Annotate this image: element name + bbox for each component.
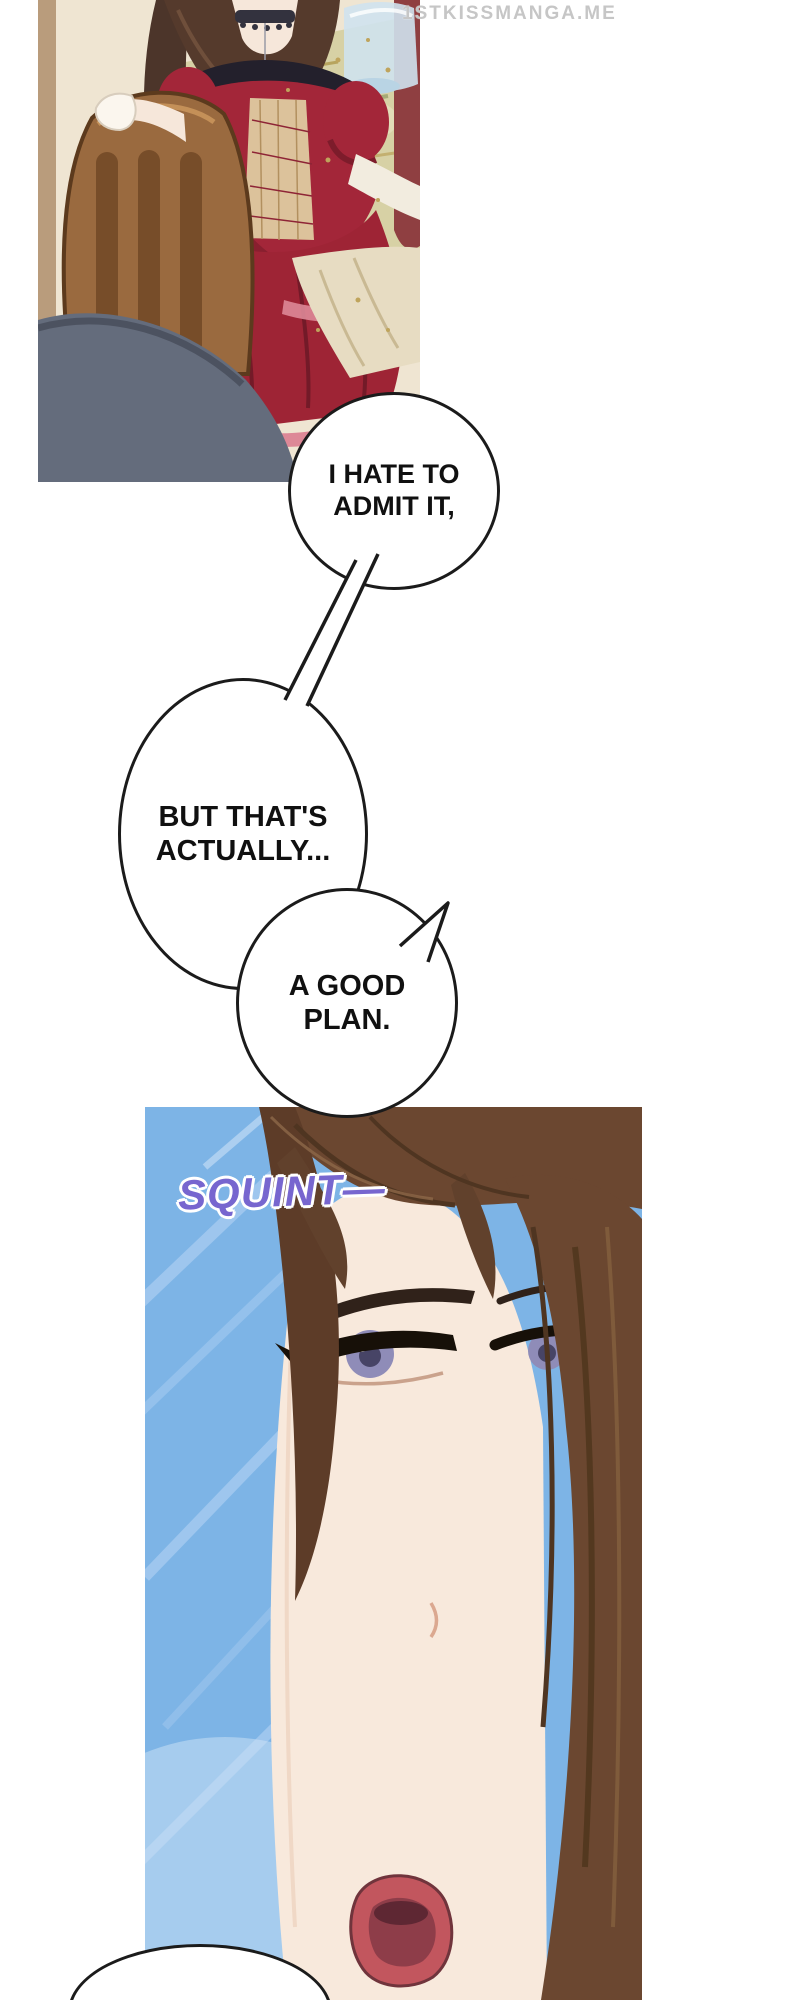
speech-bubble-1-text: I HATE TO ADMIT IT, [328, 459, 460, 521]
bubble-connector [283, 553, 380, 707]
panel-bottom-illustration [145, 1107, 642, 2000]
speech-bubble-1: I HATE TO ADMIT IT, [288, 392, 500, 590]
speech-bubble-3-tail [398, 901, 450, 963]
speech-bubble-2-text: BUT THAT'S ACTUALLY... [155, 800, 331, 867]
panel-top-illustration [38, 0, 420, 482]
black-ruffle-trim [174, 60, 374, 120]
panel-bottom [145, 1107, 642, 2000]
foreground-figure [38, 313, 298, 482]
open-mouth [349, 1874, 454, 1988]
arm-on-chair [94, 92, 186, 142]
sfx-squint: SQUINT— [177, 1164, 387, 1219]
wooden-chair [61, 90, 255, 376]
lace-choker [235, 10, 295, 23]
white-glove [94, 92, 137, 132]
speech-bubble-3-text: A GOOD PLAN. [288, 969, 406, 1036]
gloved-arm [348, 154, 420, 220]
panel-top [38, 0, 420, 482]
hair [259, 1107, 642, 2000]
nose-line [429, 1602, 439, 1638]
watermark-text: 1STKISSMANGA.ME [402, 3, 617, 24]
left-eyebrow [305, 1288, 475, 1328]
